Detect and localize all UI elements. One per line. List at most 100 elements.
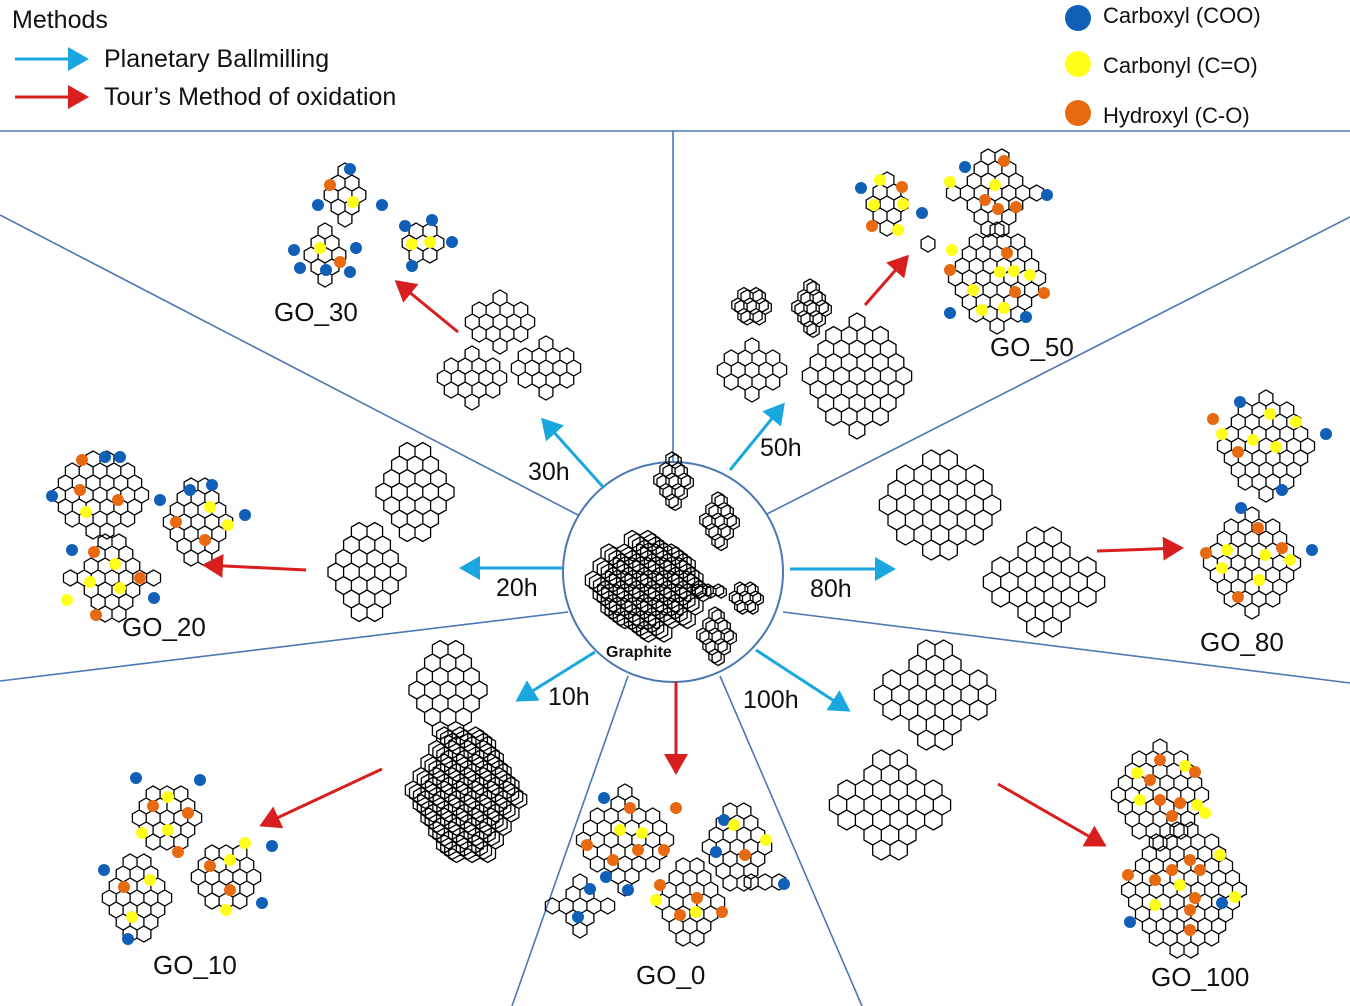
carboxyl-dot: [288, 244, 300, 256]
graphene-flakes: [50, 148, 1316, 959]
carbonyl-dot: [690, 906, 702, 918]
carbonyl-dot: [1174, 879, 1186, 891]
carbonyl-dot: [892, 224, 904, 236]
carbonyl-dot: [1149, 899, 1161, 911]
hydroxyl-dot: [74, 484, 86, 496]
hydroxyl-dot: [90, 609, 102, 621]
hydroxyl-dot: [632, 844, 644, 856]
carbonyl-dot: [989, 179, 1001, 191]
hydroxyl-dot: [658, 844, 670, 856]
go30-flake: [303, 222, 347, 288]
hex-lattice: [510, 335, 582, 401]
carboxyl-dot: [718, 814, 730, 826]
carbonyl-dot: [239, 837, 251, 849]
hydroxyl-dot: [691, 892, 703, 904]
carboxyl-dot: [194, 774, 206, 786]
go20-flake: [50, 450, 150, 540]
sector-dividers: [0, 130, 1350, 1006]
hydroxyl-dot: [134, 572, 146, 584]
carbonyl-dot: [998, 302, 1010, 314]
hydroxyl-dot: [654, 879, 666, 891]
carbonyl-dot: [1290, 416, 1302, 428]
carbonyl-dot: [1191, 799, 1203, 811]
divider-line: [0, 214, 579, 516]
hex-lattice: [327, 521, 407, 623]
carboxyl-dot: [598, 792, 610, 804]
carboxyl-dot: [99, 451, 111, 463]
ballmill-arrow-10h: [515, 650, 596, 702]
carbonyl-dot: [220, 904, 232, 916]
hex-lattice: [464, 289, 536, 355]
carboxyl-dot: [778, 878, 790, 890]
carboxyl-dot: [344, 163, 356, 175]
carbonyl-dot: [1253, 574, 1265, 586]
hydroxyl-dot: [334, 256, 346, 268]
hex-lattice: [416, 735, 528, 864]
sample-label-go30: GO_30: [274, 297, 358, 327]
carboxyl-dot: [148, 592, 160, 604]
hydroxyl-dot: [1010, 201, 1022, 213]
carboxyl-dot: [266, 840, 278, 852]
oxidation-arrow-go20: [202, 553, 307, 578]
hydroxyl-dot: [670, 802, 682, 814]
divider-line: [782, 611, 1350, 684]
carboxyl-dot: [426, 214, 438, 226]
carboxyl-dot: [206, 479, 218, 491]
hydroxyl-dot: [1009, 286, 1021, 298]
process-arrows: [202, 254, 1184, 847]
hex-lattice: [743, 873, 787, 891]
go100-flake: [1120, 821, 1248, 959]
carbonyl-dot: [1229, 891, 1241, 903]
hex-lattice: [731, 583, 764, 615]
hex-lattice: [694, 585, 727, 599]
carbonyl-dot: [114, 582, 126, 594]
hex-lattice: [375, 441, 455, 543]
carbonyl-dot: [944, 176, 956, 188]
hydroxyl-dot: [88, 546, 100, 558]
go30-flake: [323, 162, 367, 228]
hex-lattice: [303, 222, 347, 288]
hex-lattice: [920, 235, 936, 253]
divider-line: [764, 216, 1350, 516]
carboxyl-dot: [1306, 544, 1318, 556]
hex-lattice: [982, 526, 1106, 638]
hex-lattice: [408, 639, 488, 741]
carbonyl-dot: [126, 911, 138, 923]
carbonyl-dot: [760, 834, 772, 846]
time-label-100h: 100h: [743, 686, 799, 714]
time-label-80h: 80h: [810, 575, 852, 603]
carbonyl-dot: [347, 196, 359, 208]
carbonyl-dot: [650, 894, 662, 906]
carboxyl-dot: [916, 207, 928, 219]
hex-lattice: [656, 453, 694, 512]
hydroxyl-dot: [112, 494, 124, 506]
carboxyl-dot: [1020, 311, 1032, 323]
hydroxyl-dot: [944, 264, 956, 276]
ballmill-legend-label: Planetary Ballmilling: [104, 45, 329, 73]
carboxyl-dot: [320, 264, 332, 276]
carboxyl-dot: [1276, 484, 1288, 496]
go0-flake: [743, 873, 787, 891]
carboxyl-dot: [1320, 428, 1332, 440]
hydroxyl-dot: [172, 846, 184, 858]
hydroxyl-dot: [182, 807, 194, 819]
carboxyl-dot: [114, 451, 126, 463]
sample-label-go80: GO_80: [1200, 627, 1284, 657]
hydroxyl-dot: [1122, 869, 1134, 881]
hydroxyl-dot: [170, 516, 182, 528]
carboxyl-dot: [98, 864, 110, 876]
hydroxyl-dot: [1200, 547, 1212, 559]
carbonyl-dot: [897, 198, 909, 210]
carboxyl-dot: [1124, 916, 1136, 928]
hex-lattice: [654, 857, 726, 947]
hydroxyl-dot: [1189, 766, 1201, 778]
time-label-30h: 30h: [528, 458, 570, 486]
carboxyl-dot: [66, 544, 78, 556]
carbonyl-dot: [636, 827, 648, 839]
hydroxyl-dot: [1252, 522, 1264, 534]
hydroxyl-dot: [1184, 924, 1196, 936]
hex-lattice: [1120, 821, 1248, 959]
oxidation-arrow-go100: [997, 782, 1107, 847]
hex-lattice: [50, 450, 150, 540]
